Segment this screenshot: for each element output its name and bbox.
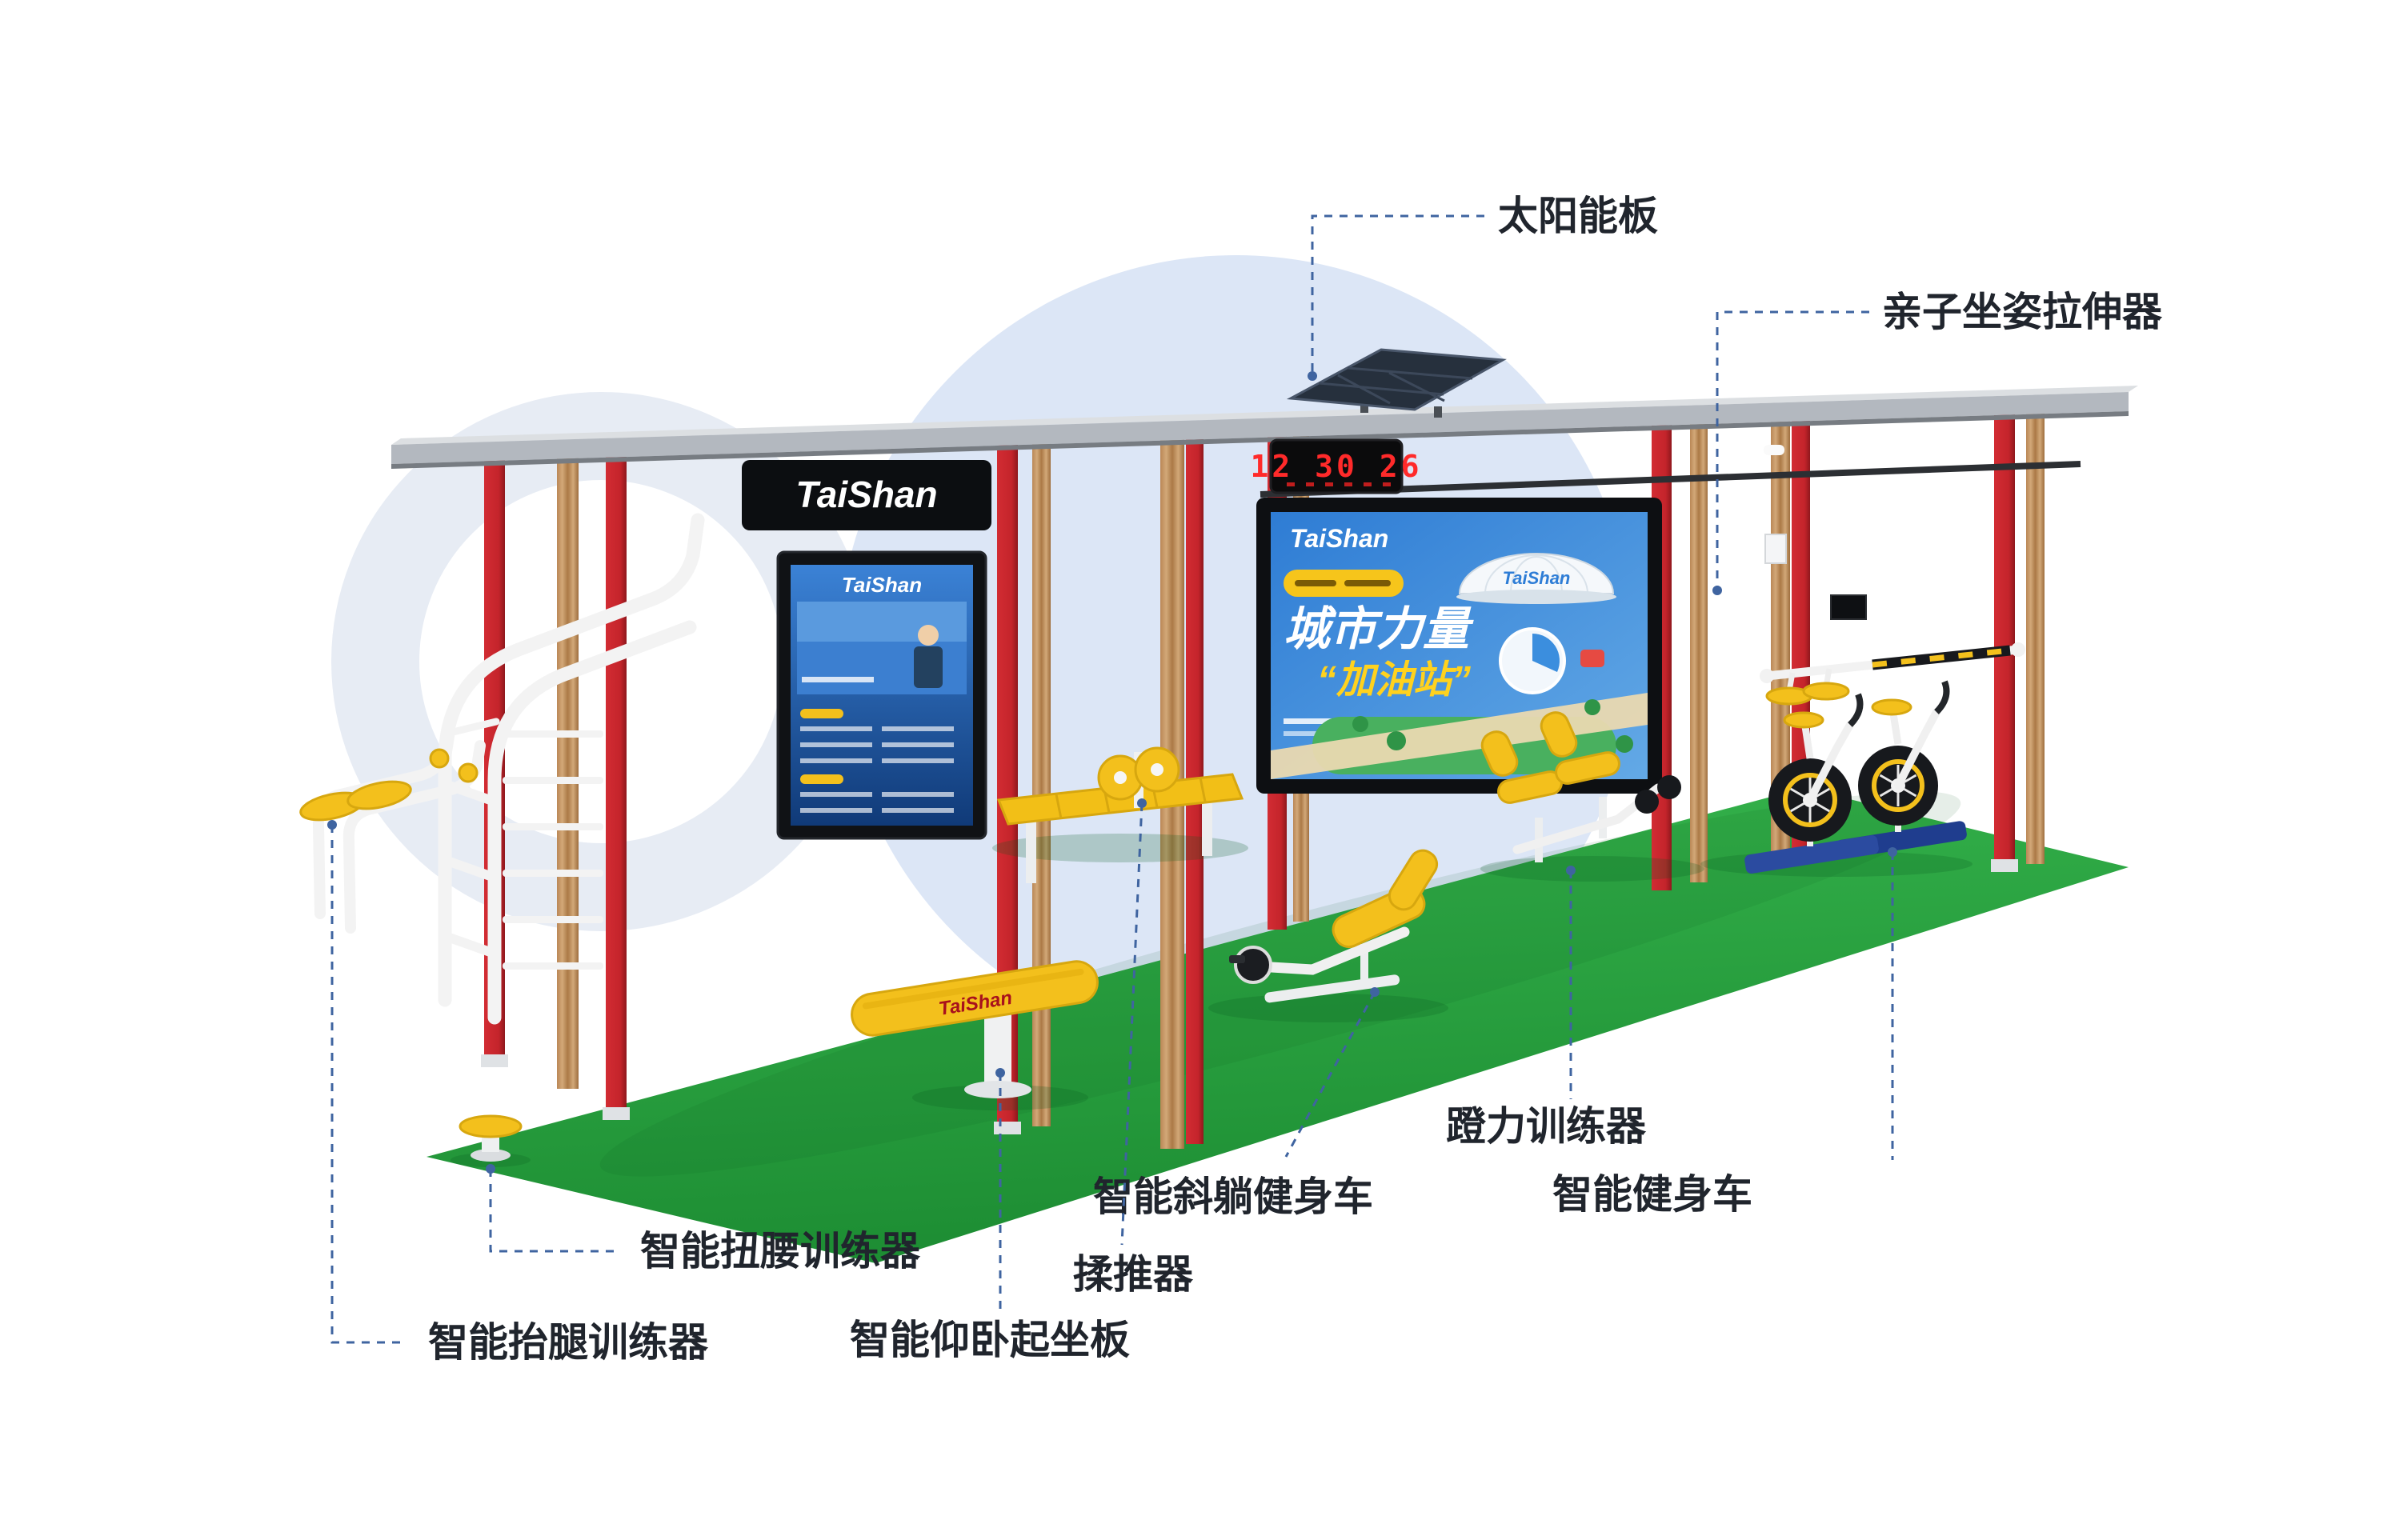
callout-label-solar-panel: 太阳能板 xyxy=(1498,194,1658,238)
small-control-screen xyxy=(1830,594,1867,620)
callout-smart-situp-board: 智能仰卧起坐板 xyxy=(850,1068,1130,1362)
callout-smart-waist-twister: 智能扭腰训练器 xyxy=(486,1164,921,1274)
smart-situp-board: TaiShan xyxy=(851,960,1099,1110)
callout-dot-leg-press-trainer xyxy=(1566,866,1576,875)
smart-exercise-bike xyxy=(1700,680,1972,877)
smart-leg-raise-trainer xyxy=(299,718,500,934)
callout-label-leg-press-trainer: 蹬力训练器 xyxy=(1446,1104,1647,1149)
turf-base xyxy=(427,788,2129,1263)
clock-time-text: 12 30 26 xyxy=(1250,449,1422,484)
callout-dot-solar-panel xyxy=(1308,371,1317,381)
structure-shadow xyxy=(599,791,1961,1177)
solar-panel xyxy=(1286,348,1507,418)
canopy-roof xyxy=(391,386,2138,469)
callout-smart-leg-raise-trainer: 智能抬腿训练器 xyxy=(327,820,709,1365)
callout-label-smart-situp-board: 智能仰卧起坐板 xyxy=(850,1318,1130,1362)
callout-label-smart-exercise-bike: 智能健身车 xyxy=(1552,1172,1752,1217)
leg-press-trainer xyxy=(1480,711,1704,882)
callout-dot-smart-situp-board xyxy=(995,1068,1005,1078)
parent-child-seated-stretcher xyxy=(1760,642,2025,706)
callout-dot-smart-exercise-bike xyxy=(1888,847,1897,857)
callout-parent-child-seated-stretcher: 亲子坐姿拉伸器 xyxy=(1712,290,2163,595)
kneading-push-device xyxy=(992,746,1248,883)
callout-dot-parent-child-seated-stretcher xyxy=(1712,586,1722,595)
callout-smart-exercise-bike: 智能健身车 xyxy=(1552,847,1897,1217)
callout-label-smart-waist-twister: 智能扭腰训练器 xyxy=(640,1229,921,1274)
billboard-title-text: 城市力量 xyxy=(1284,603,1474,655)
callout-dot-smart-leg-raise-trainer xyxy=(327,820,337,830)
billboard-dome-brand-text: TaiShan xyxy=(1503,568,1571,588)
callout-label-smart-leg-raise-trainer: 智能抬腿训练器 xyxy=(428,1320,709,1365)
callout-dot-smart-recumbent-bike xyxy=(1370,987,1380,997)
smart-waist-twister xyxy=(451,1114,531,1167)
callout-label-smart-recumbent-bike: 智能斜躺健身车 xyxy=(1093,1174,1373,1219)
callout-label-kneading-push-device: 揉推器 xyxy=(1073,1252,1194,1297)
wall-box xyxy=(1764,534,1787,564)
info-kiosk: TaiShan xyxy=(776,550,987,840)
smart-recumbent-bike xyxy=(1208,849,1448,1022)
billboard-brand-text: TaiShan xyxy=(1290,524,1388,553)
callout-solar-panel: 太阳能板 xyxy=(1308,194,1658,381)
callout-label-parent-child-seated-stretcher: 亲子坐姿拉伸器 xyxy=(1882,290,2163,334)
ladder-rungs xyxy=(503,730,603,970)
callout-dot-kneading-push-device xyxy=(1137,798,1147,808)
taishan-header-sign: TaiShan xyxy=(742,460,991,530)
callout-dot-smart-waist-twister xyxy=(486,1164,495,1174)
header-sign-brand-text: TaiShan xyxy=(795,474,937,515)
billboard-screen: TaiShan TaiShan 城市力量 “加油站” xyxy=(1256,498,1662,794)
ceiling-light-2 xyxy=(1764,445,1784,455)
billboard-subtitle-text: “加油站” xyxy=(1317,659,1471,702)
digital-clock: 12 30 26 xyxy=(1250,438,1422,494)
kiosk-brand-text: TaiShan xyxy=(842,573,922,597)
callout-smart-recumbent-bike: 智能斜躺健身车 xyxy=(1093,987,1380,1219)
callout-leg-press-trainer: 蹬力训练器 xyxy=(1446,866,1647,1149)
callout-kneading-push-device: 揉推器 xyxy=(1073,798,1194,1297)
callouts-layer: 太阳能板 亲子坐姿拉伸器 蹬力训练器 智能健身车 智能斜躺健身车 揉推器 xyxy=(327,194,2163,1365)
